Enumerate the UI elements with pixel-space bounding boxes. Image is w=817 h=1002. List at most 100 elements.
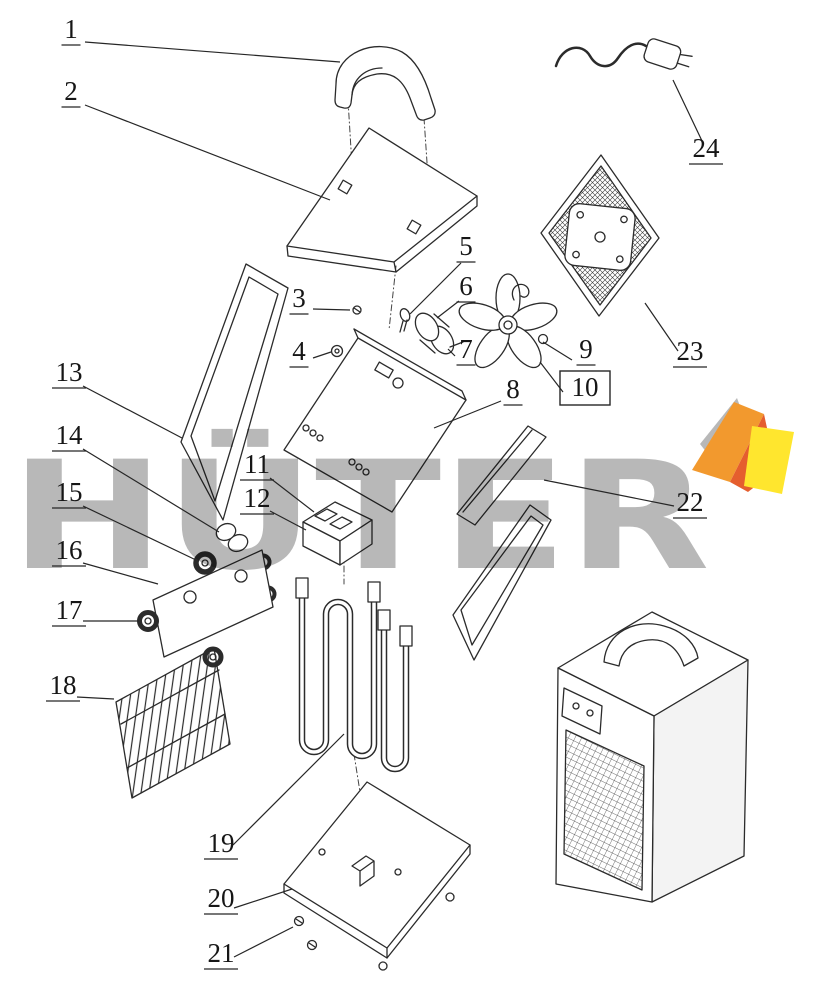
cord-plug <box>643 38 693 70</box>
panel-slot <box>374 361 394 379</box>
element-tubes-inner <box>300 596 408 771</box>
base-plate <box>283 781 471 959</box>
top-cover-edge <box>395 195 478 273</box>
plate-screw <box>620 215 628 224</box>
terminal-lug <box>314 508 338 522</box>
bolt-5 <box>399 308 411 333</box>
part-label-10: 10 <box>572 372 599 402</box>
base-edge <box>386 844 471 959</box>
leader-line-21 <box>233 926 294 958</box>
motor-front <box>414 312 440 342</box>
part-label-4: 4 <box>292 336 306 366</box>
top-cover <box>286 127 478 273</box>
strip-edge <box>462 429 533 513</box>
handle-outline <box>334 45 436 121</box>
part-label-2: 2 <box>64 76 78 106</box>
heating-elements <box>295 577 413 773</box>
leader-line-16 <box>82 562 159 585</box>
part-label-12: 12 <box>244 483 271 513</box>
element-tube-highlight <box>382 628 408 771</box>
base-screws <box>293 892 455 971</box>
guide-line <box>388 265 397 331</box>
unit-switch <box>586 709 594 717</box>
leader-line-8 <box>433 400 502 429</box>
element-terminal <box>367 581 381 603</box>
control-panel <box>152 549 274 658</box>
fan-hub <box>498 315 518 335</box>
washer-inner <box>334 348 340 354</box>
plate-screw <box>576 210 585 219</box>
capacitor-body <box>227 533 249 553</box>
motor-edge-top <box>433 313 450 328</box>
element-tube <box>380 626 410 773</box>
heater-fin-grid <box>115 647 231 799</box>
leader-line-11 <box>269 477 315 513</box>
leader-line-19 <box>232 733 345 846</box>
plate-center-hole <box>594 231 606 243</box>
unit-switch <box>572 702 580 710</box>
grommet-hole <box>144 617 152 625</box>
unit-handle <box>603 623 699 667</box>
watermark-logo <box>692 398 794 494</box>
grommet-ring <box>137 610 159 632</box>
fin-grid <box>115 647 231 799</box>
leader-line-22 <box>543 479 675 507</box>
panel-flange <box>353 328 467 401</box>
element-terminal <box>377 609 391 631</box>
unit-switch-panel <box>561 687 603 735</box>
power-cord <box>554 38 693 70</box>
part-label-9: 9 <box>579 334 593 364</box>
terminal-lug <box>329 516 353 530</box>
leader-line-1 <box>84 41 341 63</box>
part-label-21: 21 <box>208 938 235 968</box>
screw-slot <box>308 942 316 948</box>
bolt-head <box>399 308 411 322</box>
drawing-layer <box>115 38 749 971</box>
panel-flange-edge <box>353 328 359 339</box>
panel-hole <box>392 377 404 389</box>
element-tube-highlight <box>300 596 376 758</box>
part-label-6: 6 <box>459 271 473 301</box>
right-panel-outer <box>452 504 552 661</box>
motor-edge-bottom <box>419 339 436 354</box>
leader-line-6 <box>436 300 460 319</box>
screw-head <box>378 961 388 971</box>
leader-line-15 <box>82 505 197 561</box>
fin-rail <box>126 713 226 769</box>
panel-face <box>283 337 467 513</box>
motor-mount-panel <box>283 328 467 513</box>
leader-line-4 <box>312 351 332 359</box>
right-panel-strip <box>456 425 547 526</box>
leader-line-24 <box>672 79 704 144</box>
cover-hole-left <box>337 179 353 195</box>
fan-hub-hole <box>503 320 513 330</box>
panel-knob-hole <box>183 590 197 604</box>
top-cover-thickness <box>286 245 397 273</box>
base-thickness <box>283 883 388 959</box>
part-label-11: 11 <box>244 449 270 479</box>
terminal-side <box>339 519 373 566</box>
guide-line <box>353 753 361 793</box>
carry-handle <box>334 45 436 121</box>
panel-small-hole <box>362 468 370 476</box>
part-label-15: 15 <box>56 477 83 507</box>
element-terminal <box>295 577 309 599</box>
element-tube <box>298 594 378 760</box>
label-box-10 <box>559 370 611 406</box>
base-bracket <box>351 855 375 887</box>
fin-rail <box>120 669 220 725</box>
part-label-14: 14 <box>56 420 84 450</box>
part-label-22: 22 <box>677 487 704 517</box>
screw-slot <box>295 918 303 924</box>
leader-line-3 <box>312 308 351 311</box>
element-terminal <box>399 625 413 647</box>
part-label-3: 3 <box>292 283 306 313</box>
leader-line-10 <box>539 361 564 393</box>
logo-yellow-fold <box>744 426 794 494</box>
part-label-1: 1 <box>64 14 78 44</box>
part-label-18: 18 <box>50 670 77 700</box>
leader-line-14 <box>82 448 220 533</box>
